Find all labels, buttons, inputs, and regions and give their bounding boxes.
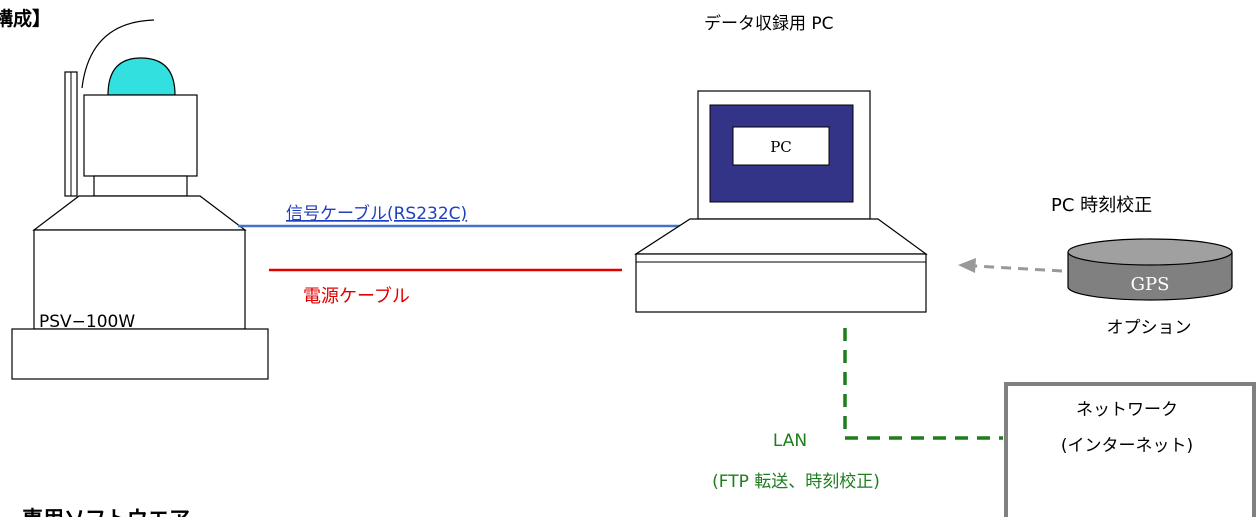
lan-connection: LAN (FTP 転送、時刻校正) xyxy=(712,328,1003,492)
network-box: ネットワーク (インターネット) xyxy=(1004,382,1256,517)
psv-device: PSV−100W xyxy=(11,19,269,380)
gps-label: GPS xyxy=(1131,274,1170,295)
lan-sublabel: (FTP 転送、時刻校正) xyxy=(712,472,880,492)
gps-link-line xyxy=(974,264,1063,273)
section-heading: 構成】 xyxy=(0,7,51,30)
gps-option-label: オプション xyxy=(1107,318,1192,338)
pc-screen-label-box xyxy=(732,126,830,166)
device-body xyxy=(33,229,246,330)
pc-stand xyxy=(633,218,928,255)
gps-cylinder-top xyxy=(1067,238,1233,266)
pc-title: データ収録用 PC xyxy=(704,13,834,34)
network-label: ネットワーク xyxy=(1076,400,1178,420)
pc-screen-label: PC xyxy=(770,138,792,156)
sensor-dome-icon xyxy=(107,57,176,96)
device-shoulder xyxy=(32,195,247,231)
cables: 信号ケーブル(RS232C) 電源ケーブル xyxy=(238,203,684,307)
software-heading: 専用ソフトウエア xyxy=(22,507,190,517)
gps-cylinder-body xyxy=(1067,252,1233,301)
device-base xyxy=(11,328,269,380)
device-neck xyxy=(93,175,188,197)
data-logging-pc: データ収録用 PC PC xyxy=(633,13,928,313)
signal-cable-label: 信号ケーブル(RS232C) xyxy=(286,203,467,224)
gps-arrow-head-icon xyxy=(958,258,976,273)
device-model-label: PSV−100W xyxy=(39,312,135,332)
power-cable-label: 電源ケーブル xyxy=(303,285,410,307)
network-box-border xyxy=(1004,382,1256,517)
device-head xyxy=(83,94,198,177)
device-arc xyxy=(81,19,155,89)
gps-heading: PC 時刻校正 xyxy=(1051,195,1152,216)
pc-base xyxy=(635,253,927,313)
network-sublabel: (インターネット) xyxy=(1061,436,1193,456)
lan-label: LAN xyxy=(773,431,807,451)
gps-option: PC 時刻校正 GPS オプション xyxy=(958,195,1233,338)
